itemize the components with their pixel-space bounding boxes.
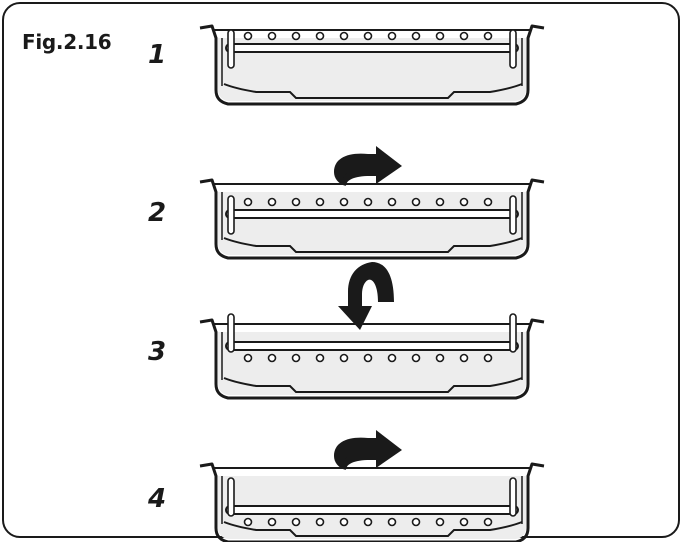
- tray-step-1: [198, 24, 546, 106]
- rotate-arrow-icon: [334, 146, 402, 186]
- tray-step-3: [198, 313, 546, 400]
- tray-step-4: [198, 462, 546, 542]
- rotate-arrow-icon: [334, 430, 402, 470]
- figure-label: Fig.2.16: [22, 30, 112, 54]
- flip-down-arrow-icon: [338, 262, 394, 330]
- step-number-1: 1: [148, 40, 167, 70]
- tray-step-2: [198, 178, 546, 260]
- step-number-3: 3: [148, 337, 167, 367]
- step-number-4: 4: [148, 484, 167, 514]
- step-number-2: 2: [148, 198, 167, 228]
